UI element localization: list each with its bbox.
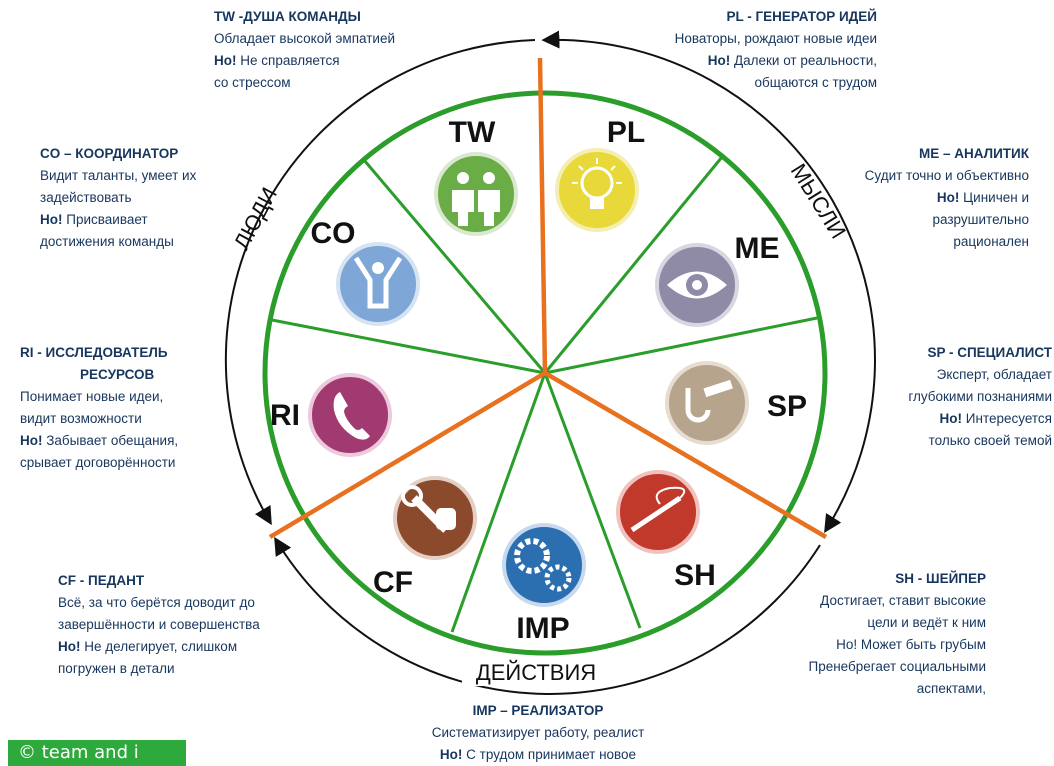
role-description-line: глубокими познаниями (908, 389, 1052, 404)
role-description-line: Достигает, ставит высокие (820, 593, 986, 608)
role-code-sp: SP (767, 390, 807, 423)
role-description-line: срывает договорённости (20, 455, 176, 470)
role-description-line: только своей темой (928, 433, 1052, 448)
ri-phone-icon (308, 373, 392, 457)
role-description-line: Пренебрегает социальными (808, 659, 987, 674)
role-description-line: видит возможности (20, 411, 142, 426)
role-title: CF - ПЕДАНТ (58, 573, 145, 588)
divider-top (537, 57, 548, 374)
role-title: RI - ИССЛЕДОВАТЕЛЬ (20, 345, 168, 360)
spoke-imp-cf (450, 372, 547, 633)
me-eye-icon (655, 243, 739, 327)
role-code-me: ME (735, 232, 780, 265)
spoke-pl-me (543, 156, 724, 374)
outer-arc-actions (274, 536, 821, 695)
role-code-tw: TW (449, 116, 496, 149)
role-code-co: CO (311, 217, 356, 250)
role-code-sh: SH (674, 559, 716, 592)
orange-dividers (268, 57, 828, 539)
role-description-line: Но! Не делегирует, слишком (58, 639, 238, 654)
outer-arc-people (224, 39, 536, 526)
tw-people-icon (434, 152, 518, 236)
role-description-line: со стрессом (214, 75, 291, 90)
role-description-line: Но! Циничен и (936, 190, 1029, 205)
role-description-line: Но! Может быть грубым (836, 637, 986, 652)
spoke-me-sp (544, 316, 818, 375)
desc-imp: IMP – РЕАЛИЗАТОР Систематизирует работу, … (380, 700, 696, 766)
group-label-actions-bg (462, 656, 610, 686)
role-title: TW -ДУША КОМАНДЫ (214, 9, 361, 24)
desc-cf: CF - ПЕДАНТ Всё, за что берётся доводит д… (58, 570, 260, 680)
co-coordinator-icon (336, 242, 420, 326)
role-description-line: достижения команды (40, 234, 174, 249)
desc-sh: SH - ШЕЙПЕР Достигает, ставит высокие цели… (809, 568, 987, 700)
pl-lightbulb-icon (555, 148, 639, 232)
spoke-co-ri (271, 318, 546, 375)
role-description-line: Судит точно и объективно (864, 168, 1029, 183)
group-label-thoughts: МЫСЛИ (786, 159, 851, 243)
role-title: IMP – РЕАЛИЗАТОР (472, 703, 604, 718)
imp-gears-icon (502, 523, 586, 607)
divider-left (268, 371, 547, 539)
role-title: SP - СПЕЦИАЛИСТ (927, 345, 1052, 360)
copyright-badge: © team and i (8, 740, 186, 766)
desc-tw: TW -ДУША КОМАНДЫ Обладает высокой эмпатие… (214, 6, 395, 94)
role-title: PL - ГЕНЕРАТОР ИДЕЙ (726, 9, 877, 24)
role-description-line: Эксперт, обладает (936, 367, 1052, 382)
role-description-line: Но! Далеки от реальности, (707, 53, 877, 68)
role-description-line: задействовать (40, 190, 132, 205)
role-description-line: Обладает высокой эмпатией (214, 31, 395, 46)
role-description-line: Понимает новые идеи, (20, 389, 164, 404)
role-description-line: Всё, за что берётся доводит до (58, 595, 255, 610)
role-description-line: Видит таланты, умеет их (40, 168, 197, 183)
role-description-line: Систематизирует работу, реалист (431, 725, 645, 740)
spoke-tw-co (362, 159, 547, 374)
divider-right (543, 371, 828, 539)
desc-ri: RI - ИССЛЕДОВАТЕЛЬ РЕСУРСОВ Понимает новые… (20, 342, 178, 474)
sp-micrometer-icon (665, 361, 749, 445)
role-title: SH - ШЕЙПЕР (895, 571, 986, 586)
outer-arc-thoughts (541, 30, 876, 534)
group-label-actions: ДЕЙСТВИЯ (476, 660, 596, 685)
role-description-line: аспектами, (916, 681, 986, 696)
desc-sp: SP - СПЕЦИАЛИСТ Эксперт, обладает глубоким… (908, 342, 1052, 452)
role-title: ME – АНАЛИТИК (918, 146, 1029, 161)
green-spokes (271, 156, 818, 633)
desc-pl: PL - ГЕНЕРАТОР ИДЕЙ Новаторы, рождают нов… (675, 6, 877, 94)
role-title: CO – КООРДИНАТОР (40, 146, 179, 161)
role-code-imp: IMP (516, 612, 569, 645)
role-description-line: Но! Забывает обещания, (20, 433, 179, 448)
role-description-line: Новаторы, рождают новые идеи (674, 31, 877, 46)
role-description-line: завершённости и совершенства (58, 617, 260, 632)
cf-wrench-hand-icon (393, 476, 477, 560)
sh-whip-icon (616, 470, 700, 554)
role-description-line: разрушительно (932, 212, 1030, 227)
role-description-line: общаются с трудом (754, 75, 877, 90)
role-description-line: рационален (953, 234, 1029, 249)
role-description-line: Но! С трудом принимает новое (439, 747, 637, 762)
group-label-people: ЛЮДИ (229, 183, 282, 253)
role-description-line: погружен в детали (58, 661, 175, 676)
spoke-sh-imp (543, 372, 642, 629)
role-code-ri: RI (270, 399, 300, 432)
role-title: РЕСУРСОВ (80, 367, 155, 382)
role-code-pl: PL (607, 116, 645, 149)
role-description-line: Но! Интересуется (939, 411, 1052, 426)
role-description-line: цели и ведёт к ним (867, 615, 986, 630)
role-description-line: Но! Присваивает (40, 212, 148, 227)
desc-co: CO – КООРДИНАТОР Видит таланты, умеет их з… (40, 143, 196, 253)
role-code-cf: CF (373, 566, 413, 599)
role-description-line: Но! Не справляется (214, 53, 340, 68)
